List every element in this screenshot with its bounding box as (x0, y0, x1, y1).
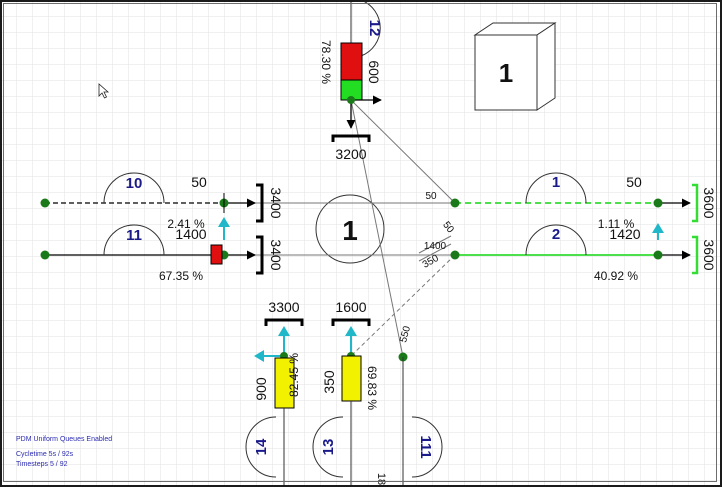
arm-queue: 3600 (701, 239, 717, 270)
queue-bracket (331, 318, 371, 326)
queue-bracket (256, 235, 264, 275)
link-label: 18 (375, 473, 387, 485)
arm-id: 14 (253, 438, 270, 455)
node-dot[interactable] (40, 250, 50, 260)
arm-ratio: 82.45 % (287, 353, 301, 397)
link-label: 550 (398, 324, 413, 343)
queue-bracket (692, 183, 699, 223)
arm-semicircle (312, 416, 344, 478)
arm-flow: 900 (253, 377, 269, 401)
node-dot[interactable] (450, 198, 460, 208)
arm-semicircle (525, 224, 587, 256)
signal-head-red[interactable] (210, 244, 223, 265)
arm-ratio: 67.35 % (159, 269, 203, 283)
arm-queue: 3300 (268, 299, 299, 315)
cycletime-status: Cycletime 5s / 92s (16, 451, 74, 458)
arm-flow: 50 (191, 174, 207, 190)
node-dot[interactable] (347, 96, 355, 104)
mouse-cursor-icon (98, 83, 110, 99)
arm-flow: 350 (321, 370, 337, 394)
arm-id: 12 (366, 20, 383, 37)
arm-flow: 1400 (175, 226, 206, 242)
arm-semicircle (103, 172, 165, 204)
cube-label: 1 (499, 58, 513, 88)
arm-semicircle (103, 224, 165, 256)
arm-queue: 3400 (268, 187, 284, 218)
queue-bracket (692, 235, 699, 275)
arm-semicircle (360, 0, 381, 57)
node-dot[interactable] (653, 198, 663, 208)
window-inner-border (3, 3, 717, 482)
arm-flow: 1420 (609, 226, 640, 242)
arm-13[interactable]: 1600 350 69.83 % 13 (312, 299, 379, 487)
arm-2[interactable]: 2 1420 40.92 % 3600 (450, 223, 718, 283)
mode-status: PDM Uniform Queues Enabled (16, 436, 113, 443)
arm-id: 1 (552, 174, 560, 191)
arm-12[interactable]: 12 78.30 % 600 3200 (319, 0, 383, 162)
node-dot[interactable] (450, 250, 460, 260)
node-dot[interactable] (40, 198, 50, 208)
arm-id: 11 (126, 227, 142, 244)
link-label: 1400 (424, 241, 447, 252)
arm-id: 10 (126, 175, 143, 192)
internal-links (230, 99, 456, 358)
timesteps-status: Timesteps 5 / 92 (16, 461, 68, 468)
arm-queue: 3600 (701, 187, 717, 218)
arm-id: 111 (417, 435, 434, 458)
arm-queue: 3400 (268, 239, 284, 270)
arm-semicircle (525, 172, 587, 204)
arm-id: 13 (320, 439, 337, 456)
intersection-label: 1 (342, 215, 358, 246)
arm-ratio: 69.83 % (365, 366, 379, 410)
arm-10[interactable]: 10 50 2.41 % 3400 (40, 172, 285, 231)
node-dot[interactable] (653, 250, 663, 260)
arm-ratio: 1.11 % (598, 217, 635, 231)
arm-ratio: 40.92 % (594, 269, 638, 283)
arm-ratio: 2.41 % (167, 217, 205, 231)
arm-ratio: 78.30 % (319, 40, 333, 84)
arm-semicircle (245, 416, 277, 478)
arm-flow: 50 (626, 174, 642, 190)
arm-id: 2 (552, 226, 560, 243)
queue-bracket (256, 183, 264, 223)
arm-11[interactable]: 11 1400 67.35 % 3400 (40, 217, 285, 283)
queue-bracket (331, 134, 371, 142)
cube-icon[interactable]: 1 (473, 22, 557, 111)
arm-queue: 1600 (335, 299, 366, 315)
intersection-node[interactable]: 1 (315, 194, 385, 264)
queue-bracket (264, 318, 304, 326)
arm-14[interactable]: 3300 900 82.45 % 14 (245, 299, 304, 487)
arm-111[interactable]: 111 (398, 352, 443, 488)
arm-semicircle (411, 416, 443, 478)
arm-1[interactable]: 1 50 1.11 % 3600 (450, 172, 718, 231)
link-label: 50 (425, 191, 437, 202)
arm-flow: 600 (366, 60, 382, 84)
arm-queue: 3200 (335, 146, 366, 162)
